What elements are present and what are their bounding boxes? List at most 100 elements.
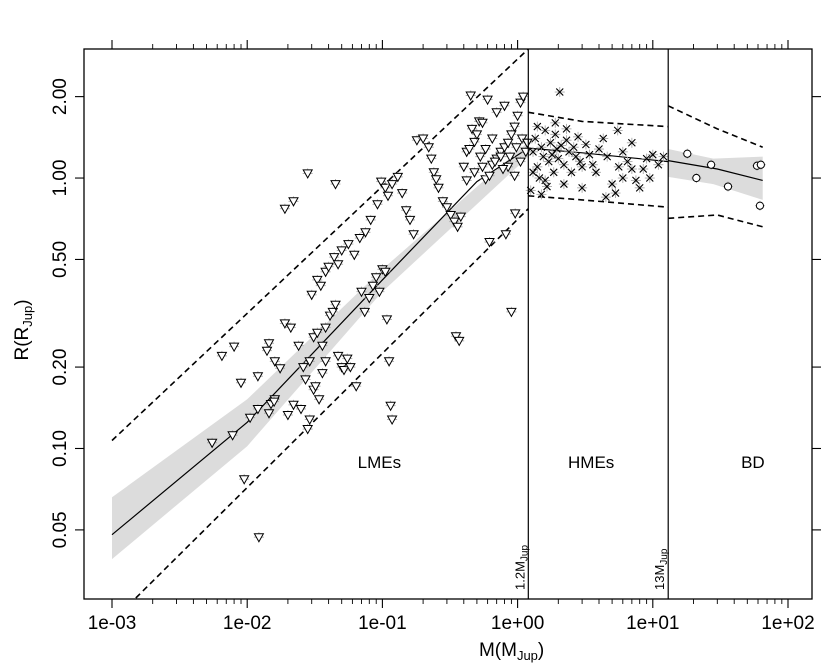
data-point	[381, 314, 393, 325]
circle-marker	[707, 160, 716, 169]
triangle-marker	[244, 413, 256, 424]
region-label-bd: BD	[741, 453, 765, 472]
triangle-marker	[386, 180, 398, 190]
triangle-marker	[455, 212, 467, 223]
cross-marker	[537, 143, 546, 152]
cross-marker	[659, 152, 668, 161]
data-point	[754, 200, 765, 211]
triangle-marker	[279, 204, 291, 215]
cross-marker	[541, 176, 550, 185]
triangle-marker	[317, 341, 328, 352]
data-point	[400, 205, 412, 216]
data-point	[338, 365, 350, 376]
triangle-marker	[477, 162, 488, 173]
lower-bound-lmes	[135, 208, 529, 599]
prediction-bound-group	[111, 48, 763, 599]
data-point	[317, 340, 328, 352]
data-point	[235, 377, 247, 389]
data-point	[288, 196, 299, 207]
data-point	[506, 306, 517, 318]
triangle-marker	[425, 154, 437, 165]
triangle-marker	[379, 267, 391, 278]
data-point	[509, 170, 520, 182]
triangle-marker	[499, 101, 510, 112]
data-point	[341, 353, 353, 365]
data-point	[315, 280, 327, 292]
data-point	[491, 107, 503, 118]
x-tick-label: 1e-03	[88, 613, 137, 634]
data-point	[573, 131, 584, 142]
data-point	[408, 229, 419, 240]
x-axis-title: M(MJup)	[479, 640, 544, 663]
cross-marker	[537, 190, 546, 199]
upper-bound-lmes	[111, 48, 529, 442]
data-point	[252, 403, 264, 415]
cross-marker	[618, 147, 627, 156]
triangle-marker	[506, 307, 517, 318]
data-point	[647, 149, 658, 160]
triangle-marker	[343, 240, 354, 250]
x-tick-label: 1e+00	[491, 613, 544, 634]
data-point	[486, 133, 498, 145]
divider-label: 1.2MJup	[512, 545, 530, 590]
triangle-marker	[365, 215, 377, 226]
data-point	[206, 437, 218, 449]
triangle-marker	[356, 287, 367, 298]
triangle-marker	[417, 134, 429, 145]
data-point	[332, 350, 344, 362]
triangle-marker	[484, 171, 495, 182]
triangle-marker	[465, 91, 477, 102]
data-point	[310, 381, 321, 392]
data-point	[612, 125, 623, 136]
data-point	[348, 249, 360, 261]
triangle-marker	[428, 168, 440, 178]
data-point	[509, 121, 520, 133]
divider-label: 13MJup	[652, 548, 670, 590]
data-point	[343, 239, 354, 250]
triangle-marker	[486, 134, 498, 145]
fit-line-lmes	[111, 147, 529, 536]
triangle-marker	[370, 273, 382, 283]
data-point	[396, 188, 408, 199]
data-point	[550, 129, 561, 140]
triangle-marker	[458, 162, 470, 173]
cross-marker	[560, 180, 568, 188]
triangle-marker	[375, 177, 387, 188]
triangle-marker	[386, 415, 398, 426]
triangle-marker	[489, 157, 501, 168]
data-point	[433, 182, 444, 194]
plot-frame	[83, 48, 813, 600]
data-point	[558, 179, 569, 190]
data-point	[504, 151, 516, 163]
data-point	[530, 133, 541, 144]
triangle-marker	[206, 438, 218, 449]
triangle-marker	[372, 200, 383, 210]
data-point	[511, 142, 522, 153]
data-point	[295, 403, 307, 415]
triangle-marker	[509, 171, 520, 182]
triangle-marker	[341, 354, 353, 365]
data-point	[285, 322, 297, 334]
data-point	[274, 363, 286, 374]
data-point	[525, 185, 536, 196]
triangle-marker	[497, 165, 509, 175]
data-point	[332, 259, 344, 270]
series-bd	[682, 148, 766, 211]
triangle-marker	[433, 183, 444, 194]
triangle-marker	[327, 307, 339, 318]
triangle-marker	[382, 191, 394, 202]
data-point-group	[206, 87, 766, 543]
triangle-marker	[359, 307, 371, 318]
triangle-marker	[509, 122, 520, 133]
data-point	[545, 137, 556, 148]
fit-line-group	[111, 147, 763, 536]
lower-bound-hmes	[528, 195, 669, 208]
data-point	[568, 142, 579, 153]
data-point	[577, 182, 588, 193]
data-point	[641, 153, 652, 164]
data-point	[482, 94, 493, 106]
data-point	[261, 345, 273, 357]
data-point	[392, 171, 404, 183]
triangle-marker	[285, 323, 297, 334]
